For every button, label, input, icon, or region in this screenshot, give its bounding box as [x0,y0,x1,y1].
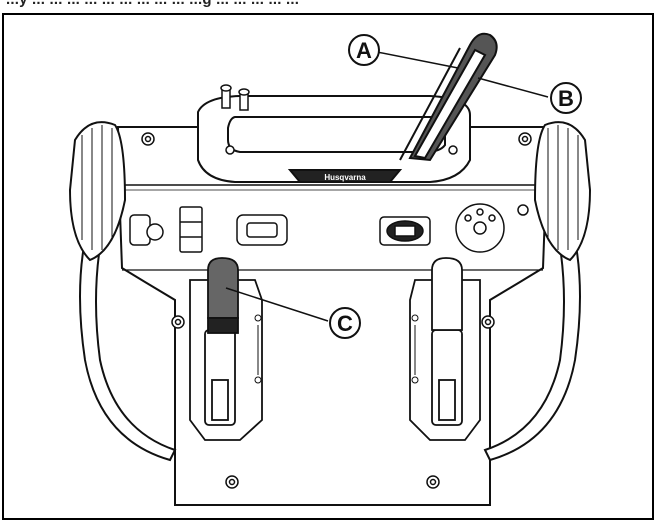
brand-label: Husqvarna [324,173,366,182]
right-handlebar [483,121,592,462]
callout-a: A [348,34,380,66]
round-connector [455,203,505,253]
panel-screws [141,132,532,489]
caption-strip: ...y ... ... ... ... ... ... ... ... ...… [0,0,657,12]
caption-fragment: ...y ... ... ... ... ... ... ... ... ...… [6,0,299,8]
left-switch [179,206,203,253]
callout-a-label: A [356,38,372,63]
left-bracket [129,214,164,246]
callout-b-label: B [558,86,574,111]
left-joystick-c [207,257,239,334]
callout-c-label: C [337,311,353,336]
callout-leaders [225,51,549,322]
lever-a-b [399,32,498,162]
rotary-switch [379,216,431,246]
display-window [236,214,288,246]
right-scale-marks [411,314,419,384]
right-joystick [431,257,463,331]
housing-screws [225,145,458,155]
callout-b: B [550,82,582,114]
callout-c: C [329,307,361,339]
figure-border [2,13,654,520]
left-handlebar [68,121,177,462]
top-handle-housing [197,95,471,183]
antenna-pins [220,84,250,111]
left-scale-marks [254,314,262,384]
